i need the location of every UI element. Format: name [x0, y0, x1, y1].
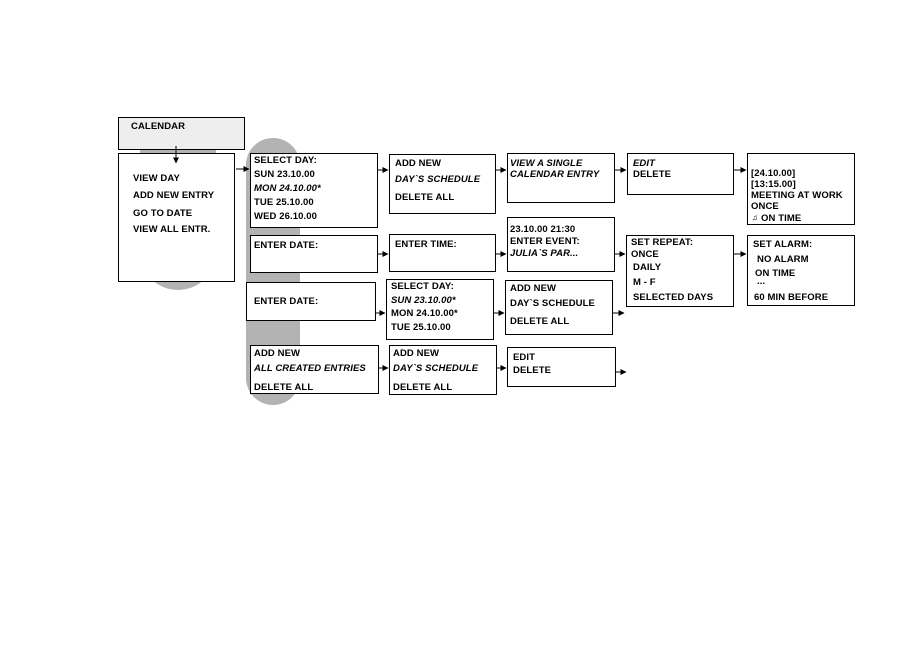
entry-date: [24.10.00] [751, 168, 796, 179]
all-edit-delete-box [507, 347, 616, 387]
goto-select-day-label: SELECT DAY: [391, 281, 454, 292]
edit-option[interactable]: EDIT [633, 158, 656, 169]
alarm-option-more: ... [757, 276, 766, 287]
day-option[interactable]: SUN 23.10.00 [254, 169, 315, 180]
day-option[interactable]: TUE 25.10.00 [254, 197, 314, 208]
all-sub-days-schedule-option[interactable]: DAY`S SCHEDULE [393, 363, 479, 374]
enter-date-label: ENTER DATE: [254, 240, 319, 251]
repeat-option[interactable]: M - F [633, 277, 656, 288]
view-single-line2[interactable]: CALENDAR ENTRY [510, 169, 600, 180]
day-option-selected[interactable]: MON 24.10.00* [254, 183, 321, 194]
repeat-option[interactable]: SELECTED DAYS [633, 292, 714, 303]
enter-event-label: ENTER EVENT: [510, 236, 580, 247]
all-edit-option[interactable]: EDIT [513, 352, 536, 363]
alarm-option[interactable]: 60 MIN BEFORE [754, 292, 829, 303]
goto-day-option[interactable]: MON 24.10.00* [391, 308, 458, 319]
goto-day-option[interactable]: TUE 25.10.00 [391, 322, 451, 333]
delete-option[interactable]: DELETE [633, 169, 672, 180]
entry-detail-box [747, 153, 855, 225]
all-add-new-option[interactable]: ADD NEW [254, 348, 301, 359]
goto-add-new-option[interactable]: ADD NEW [510, 283, 557, 294]
goto-enter-date-label: ENTER DATE: [254, 296, 319, 307]
alarm-option[interactable]: NO ALARM [757, 254, 809, 265]
edit-delete-box [627, 153, 734, 195]
goto-days-schedule-option[interactable]: DAY`S SCHEDULE [510, 298, 595, 309]
all-sub-delete-all-option[interactable]: DELETE ALL [393, 382, 453, 393]
all-entries-box [250, 345, 379, 394]
add-new-box [389, 154, 496, 214]
entry-title: MEETING AT WORK [751, 190, 843, 201]
select-day-label: SELECT DAY: [254, 155, 317, 166]
day-option[interactable]: WED 26.10.00 [254, 211, 317, 222]
event-text[interactable]: JULIA`S PAR... [510, 248, 579, 259]
all-delete-all-option[interactable]: DELETE ALL [254, 382, 314, 393]
all-delete-option[interactable]: DELETE [513, 365, 552, 376]
event-datetime: 23.10.00 21:30 [510, 224, 576, 235]
entry-time: [13:15.00] [751, 179, 796, 190]
view-single-box [507, 153, 615, 203]
entry-repeat: ONCE [751, 201, 779, 212]
add-new-option[interactable]: ADD NEW [395, 158, 442, 169]
menu-item-view-day[interactable]: VIEW DAY [133, 173, 180, 184]
calendar-header [118, 117, 245, 150]
set-alarm-box [747, 235, 855, 306]
repeat-option[interactable]: DAILY [633, 262, 662, 273]
goto-day-option-selected[interactable]: SUN 23.10.00* [391, 295, 456, 306]
entry-alarm: ON TIME [761, 213, 802, 224]
view-single-line1[interactable]: VIEW A SINGLE [510, 158, 583, 169]
set-alarm-label: SET ALARM: [753, 239, 813, 250]
all-created-entries-option[interactable]: ALL CREATED ENTRIES [254, 363, 366, 374]
days-schedule-option[interactable]: DAY`S SCHEDULE [395, 174, 481, 185]
menu-item-go-to-date[interactable]: GO TO DATE [133, 208, 193, 219]
menu-item-add-new-entry[interactable]: ADD NEW ENTRY [133, 190, 215, 201]
select-day-box [250, 153, 378, 228]
calendar-menu [118, 153, 235, 282]
bell-icon: ♫ [752, 213, 759, 222]
all-sub-add-new-option[interactable]: ADD NEW [393, 348, 440, 359]
goto-delete-all-option[interactable]: DELETE ALL [510, 316, 570, 327]
goto-enter-date-box [246, 282, 376, 321]
menu-item-view-all-entries[interactable]: VIEW ALL ENTR. [133, 224, 211, 235]
set-repeat-label: SET REPEAT: [631, 237, 694, 248]
enter-date-box [250, 235, 378, 273]
calendar-title: CALENDAR [131, 121, 186, 132]
alarm-option[interactable]: ON TIME [755, 268, 796, 279]
repeat-option[interactable]: ONCE [631, 249, 659, 260]
all-add-new-box [389, 345, 497, 395]
enter-time-label: ENTER TIME: [395, 239, 457, 250]
set-repeat-box [626, 235, 734, 307]
delete-all-option[interactable]: DELETE ALL [395, 192, 455, 203]
goto-select-day-box [386, 279, 494, 340]
event-box [507, 217, 615, 272]
enter-time-box [389, 234, 496, 272]
goto-add-new-box [505, 280, 613, 335]
